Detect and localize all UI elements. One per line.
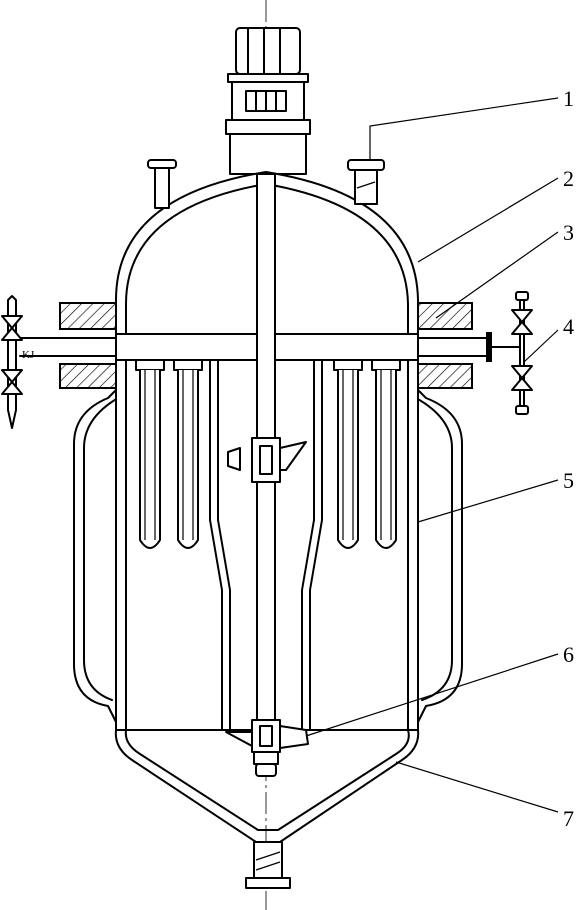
heating-tubes	[135, 359, 401, 549]
upper-impeller	[227, 437, 307, 483]
callout-3: 3	[563, 220, 574, 245]
top-nozzle-right	[347, 159, 385, 205]
left-valve-assembly: KJ	[1, 295, 35, 429]
right-valve-assembly	[511, 291, 533, 415]
top-nozzle-left	[147, 159, 177, 209]
motor-drive	[225, 27, 311, 175]
lower-impeller	[225, 719, 309, 777]
callout-5: 5	[563, 468, 574, 493]
draft-tube	[209, 359, 323, 731]
callout-2: 2	[563, 166, 574, 191]
callout-1: 1	[563, 86, 574, 111]
conical-bottom	[114, 729, 420, 889]
callout-4: 4	[563, 314, 574, 339]
leader-lines	[305, 97, 559, 813]
callout-6: 6	[563, 642, 574, 667]
callout-7: 7	[563, 806, 574, 831]
heating-jacket	[73, 387, 463, 731]
side-mark: KJ	[22, 349, 35, 361]
